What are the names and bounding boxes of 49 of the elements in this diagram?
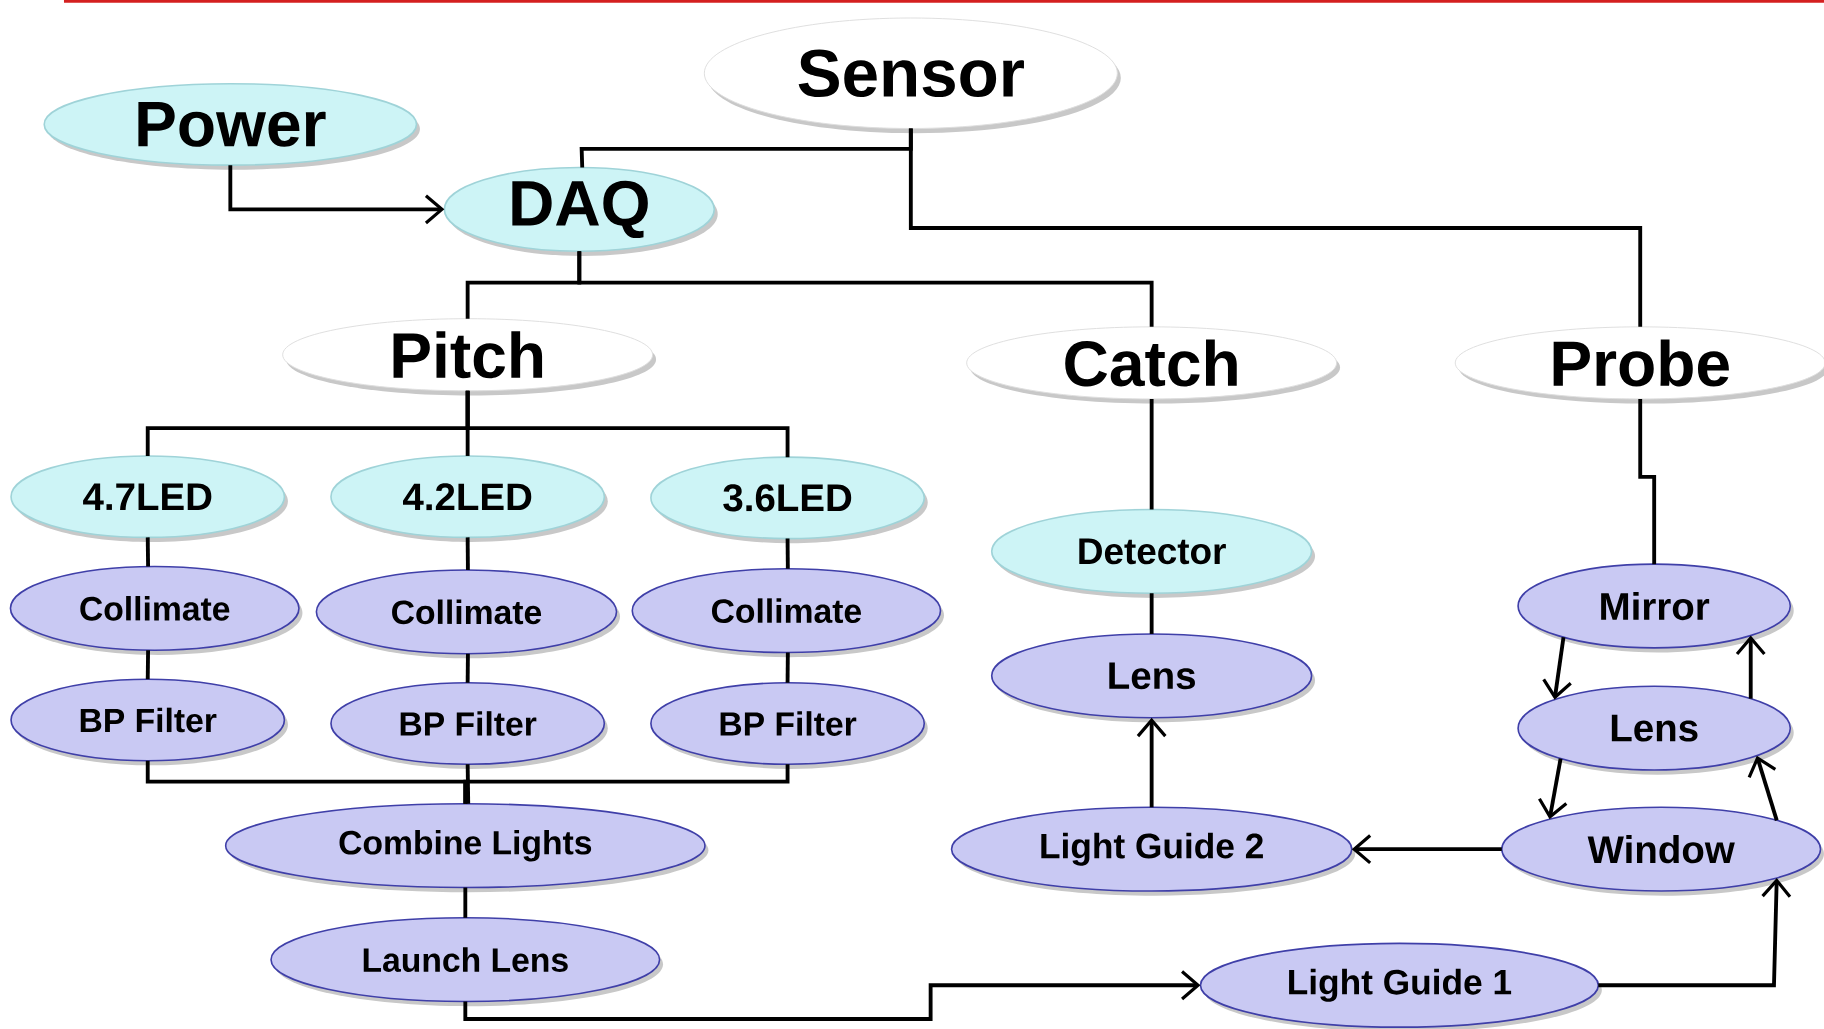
ellipse-node: BP Filter bbox=[10, 678, 288, 766]
ellipse-node: Probe bbox=[1454, 326, 1824, 404]
connector-line bbox=[465, 537, 470, 570]
ellipse-node: Lens bbox=[1517, 685, 1794, 775]
connector-line bbox=[463, 887, 468, 918]
ellipse-node: Mirror bbox=[1517, 563, 1794, 653]
ellipse-node: 4.7LED bbox=[10, 454, 288, 542]
ellipse-node: Launch Lens bbox=[270, 916, 664, 1006]
ellipse-node: Combine Lights bbox=[224, 802, 709, 892]
ellipse-node: Detector bbox=[990, 508, 1316, 598]
node-label: Probe bbox=[1553, 339, 1729, 387]
ellipse-node: Sensor bbox=[703, 17, 1121, 133]
ellipse-node: BP Filter bbox=[650, 681, 928, 769]
connector-line bbox=[1598, 877, 1792, 987]
connector-line bbox=[1735, 635, 1766, 699]
ellipse-node: Window bbox=[1501, 806, 1824, 896]
ellipse-node: Collimate bbox=[315, 568, 620, 659]
connector-line bbox=[465, 653, 470, 683]
connector-line bbox=[908, 128, 1643, 327]
connector-line bbox=[1538, 758, 1568, 820]
connector-line bbox=[145, 649, 150, 680]
ellipse-node: Collimate bbox=[9, 565, 303, 655]
connector-line bbox=[1747, 755, 1779, 821]
connector-line bbox=[1149, 593, 1154, 634]
ellipse-node: Light Guide 2 bbox=[950, 806, 1356, 896]
ellipse-node: Catch bbox=[966, 326, 1341, 404]
ellipse-node: 3.6LED bbox=[650, 456, 928, 543]
connector-line bbox=[463, 970, 1201, 1021]
connector-line bbox=[577, 251, 1154, 327]
ellipse-node: BP Filter bbox=[330, 681, 608, 769]
connector-line bbox=[1149, 398, 1154, 510]
connector-line bbox=[1351, 834, 1502, 864]
ellipse-node: Pitch bbox=[282, 318, 657, 396]
connector-line bbox=[228, 164, 445, 225]
connector-line bbox=[785, 652, 790, 683]
connector-line bbox=[1542, 636, 1572, 700]
ellipse-node: Light Guide 1 bbox=[1199, 942, 1602, 1029]
ellipse-node: Collimate bbox=[631, 567, 944, 657]
ellipse-node: 4.2LED bbox=[330, 454, 608, 542]
connector-line bbox=[465, 764, 471, 804]
connector-line bbox=[145, 537, 150, 567]
ellipse-node: Power bbox=[43, 82, 420, 170]
connector-line bbox=[785, 538, 790, 569]
connector-line bbox=[463, 764, 790, 804]
connector-line bbox=[1638, 398, 1657, 564]
ellipse-node: Lens bbox=[990, 632, 1316, 723]
connector-line bbox=[465, 390, 790, 457]
ellipse-node: DAQ bbox=[443, 166, 718, 256]
connector-line bbox=[1136, 717, 1167, 808]
